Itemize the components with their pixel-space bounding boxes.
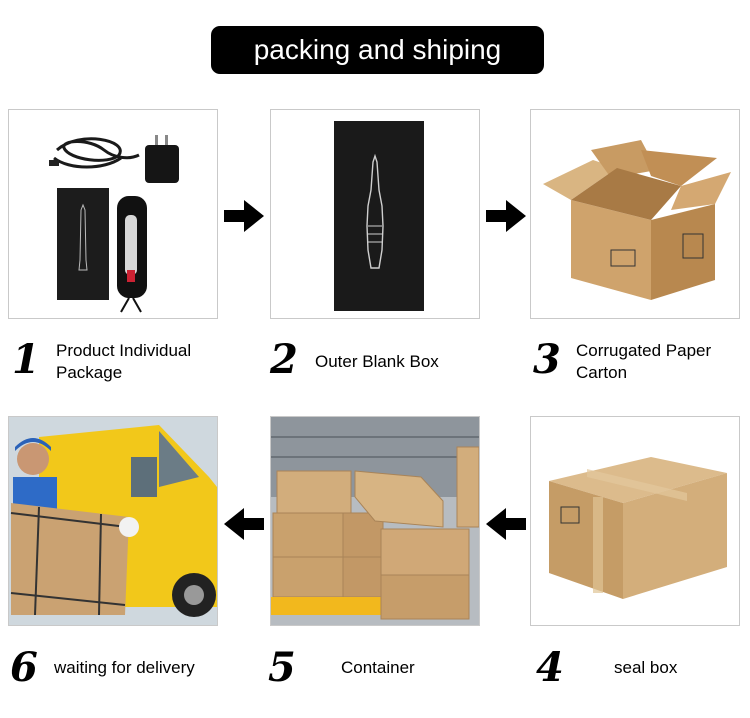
arrow-left-icon	[224, 508, 264, 540]
arrow-left-icon	[486, 508, 526, 540]
step-label-line: Outer Blank Box	[315, 352, 439, 371]
outer-blank-box-image	[270, 109, 480, 319]
step-label-line: Corrugated Paper	[576, 341, 712, 360]
delivery-van-image	[8, 416, 218, 626]
page-title: packing and shiping	[211, 26, 544, 74]
seal-box-image	[530, 416, 740, 626]
step-label: Corrugated Paper Carton	[576, 340, 711, 384]
corrugated-carton-image	[530, 109, 740, 319]
step-label: waiting for delivery	[54, 657, 195, 679]
step-label: Container	[341, 657, 415, 679]
arrow-right-icon	[224, 200, 264, 232]
step-label-line: Container	[341, 658, 415, 677]
step-label: Product Individual Package	[56, 340, 191, 384]
container-warehouse-image	[270, 416, 480, 626]
page-title-text: packing and shiping	[253, 34, 502, 65]
step-number: 1	[12, 336, 40, 383]
step-label-line: Product Individual	[56, 341, 192, 360]
step-label-line: Package	[56, 363, 123, 382]
step-label-line: seal box	[614, 658, 678, 677]
step-label-line: Carton	[576, 363, 628, 382]
step-label: Outer Blank Box	[315, 351, 439, 373]
step-number: 2	[270, 336, 298, 383]
step-number: 3	[533, 336, 561, 383]
step-label-line: waiting for delivery	[54, 658, 195, 677]
step-number: 4	[536, 644, 564, 691]
step-number: 6	[10, 644, 38, 691]
step-number: 5	[268, 644, 296, 691]
step-label: seal box	[614, 657, 677, 679]
product-package-image	[8, 109, 218, 319]
arrow-right-icon	[486, 200, 526, 232]
